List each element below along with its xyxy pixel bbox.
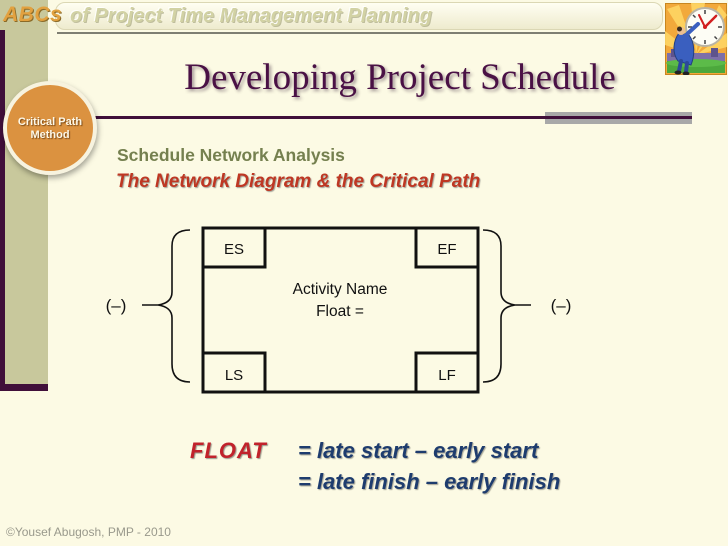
critical-path-method-badge: Critical Path Method: [3, 81, 97, 175]
badge-label-line1: Critical Path: [17, 116, 83, 128]
sidebar-bottom-accent-bar: [0, 384, 48, 391]
left-sidebar-panel: [0, 0, 48, 391]
copyright-footer: ©Yousef Abugosh, PMP - 2010: [6, 525, 171, 539]
section-heading: Schedule Network Analysis: [117, 145, 345, 165]
late-finish-box: [414, 351, 480, 394]
activity-node-diagram: ES EF LS LF Activity Name Float = (–) (–…: [106, 226, 572, 394]
early-start-label: ES: [224, 241, 244, 258]
man-carrying-clock-icon: [664, 2, 728, 76]
float-equals-label: Float =: [316, 303, 364, 320]
badge-label-line2: Method: [30, 129, 70, 141]
float-formula-line1: = late start – early start: [298, 438, 539, 463]
header-shadow-line: [57, 32, 666, 34]
left-brace: [142, 229, 191, 383]
late-finish-label: LF: [438, 367, 456, 384]
late-start-box: [201, 351, 267, 394]
early-start-box: [201, 226, 267, 269]
right-minus-operator: (–): [551, 296, 572, 315]
late-start-label: LS: [225, 367, 243, 384]
slide-title: Developing Project Schedule: [184, 57, 616, 98]
float-formula-line2: = late finish – early finish: [298, 469, 561, 494]
activity-name-label: Activity Name: [293, 281, 388, 298]
title-rule-line: [95, 116, 692, 119]
header-banner: [55, 2, 663, 30]
activity-outer-box: [201, 226, 480, 394]
clock-clipart-svg: [664, 2, 728, 76]
sidebar-left-accent-line: [0, 30, 5, 391]
early-finish-box: [414, 226, 480, 269]
float-keyword: FLOAT: [190, 438, 267, 463]
header-title: of Project Time Management Planning: [70, 5, 432, 27]
left-minus-operator: (–): [106, 296, 127, 315]
section-subheading: The Network Diagram & the Critical Path: [116, 171, 481, 192]
right-brace: [482, 229, 531, 383]
early-finish-label: EF: [437, 241, 456, 258]
brand-text: ABCs: [3, 3, 63, 26]
